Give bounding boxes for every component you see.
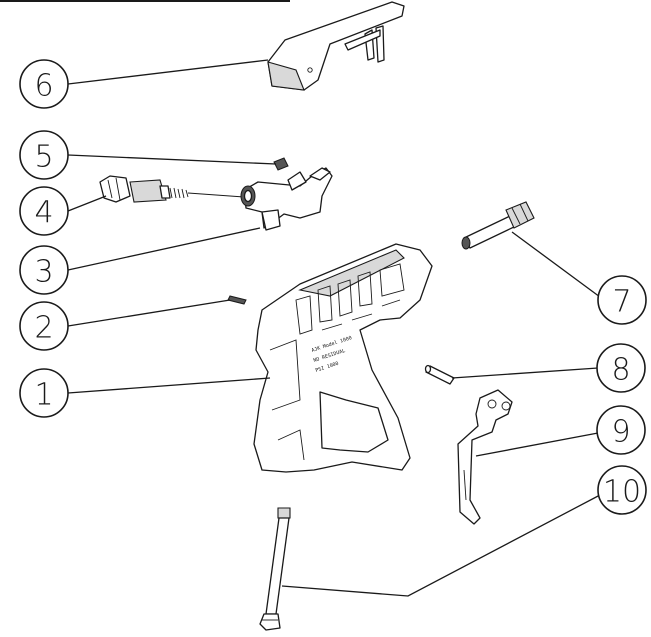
svg-text:7: 7: [612, 285, 631, 320]
callout-9: 9: [596, 405, 646, 455]
svg-text:6: 6: [34, 69, 53, 104]
callout-3: 3: [19, 245, 69, 295]
part-1-grip-body: AJK Model 1000 NO RESIDUAL PSI 1000: [253, 243, 433, 473]
part-4-valve-stem: [99, 175, 245, 203]
callout-10: 10: [597, 465, 647, 515]
svg-text:4: 4: [34, 196, 53, 231]
svg-text:2: 2: [34, 311, 53, 346]
part-6-cover: [267, 1, 405, 91]
part-5-set-screw: [273, 157, 289, 171]
part-10-lance: [259, 507, 291, 631]
callout-5: 5: [19, 130, 69, 180]
svg-text:10: 10: [603, 475, 641, 510]
svg-text:8: 8: [611, 353, 630, 388]
svg-text:3: 3: [34, 255, 53, 290]
svg-text:5: 5: [34, 140, 53, 175]
leader-lines: [67, 59, 601, 597]
callout-2: 2: [19, 301, 69, 351]
part-8-pin: [424, 364, 455, 385]
callout-7: 7: [597, 275, 647, 325]
part-3-valve-body: [240, 167, 333, 231]
callout-4: 4: [19, 186, 69, 236]
callout-8: 8: [596, 343, 646, 393]
part-9-trigger: [457, 389, 513, 525]
callout-6: 6: [19, 59, 69, 109]
part-2-screw: [227, 295, 247, 305]
svg-text:9: 9: [611, 415, 630, 450]
callout-1: 1: [19, 368, 69, 418]
svg-text:1: 1: [34, 378, 53, 413]
part-7-inlet-tube: [461, 201, 535, 250]
